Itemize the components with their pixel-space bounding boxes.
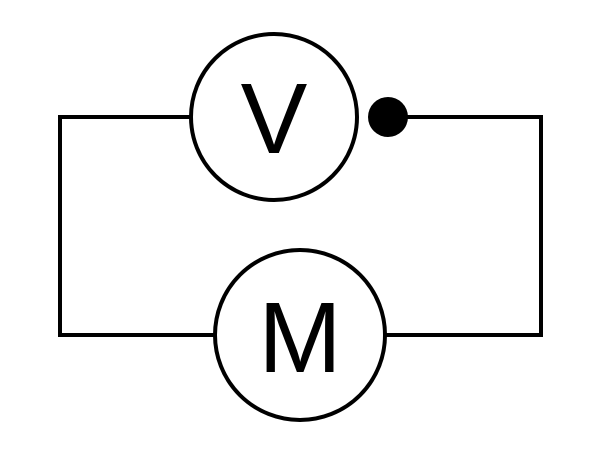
voltmeter-circle: [189, 32, 359, 202]
motor: M: [213, 248, 387, 422]
terminal-dot: [368, 97, 408, 137]
motor-label: M: [258, 282, 341, 394]
motor-circle: [213, 248, 387, 422]
voltmeter-label: V: [241, 63, 308, 175]
voltmeter: V: [189, 32, 359, 202]
